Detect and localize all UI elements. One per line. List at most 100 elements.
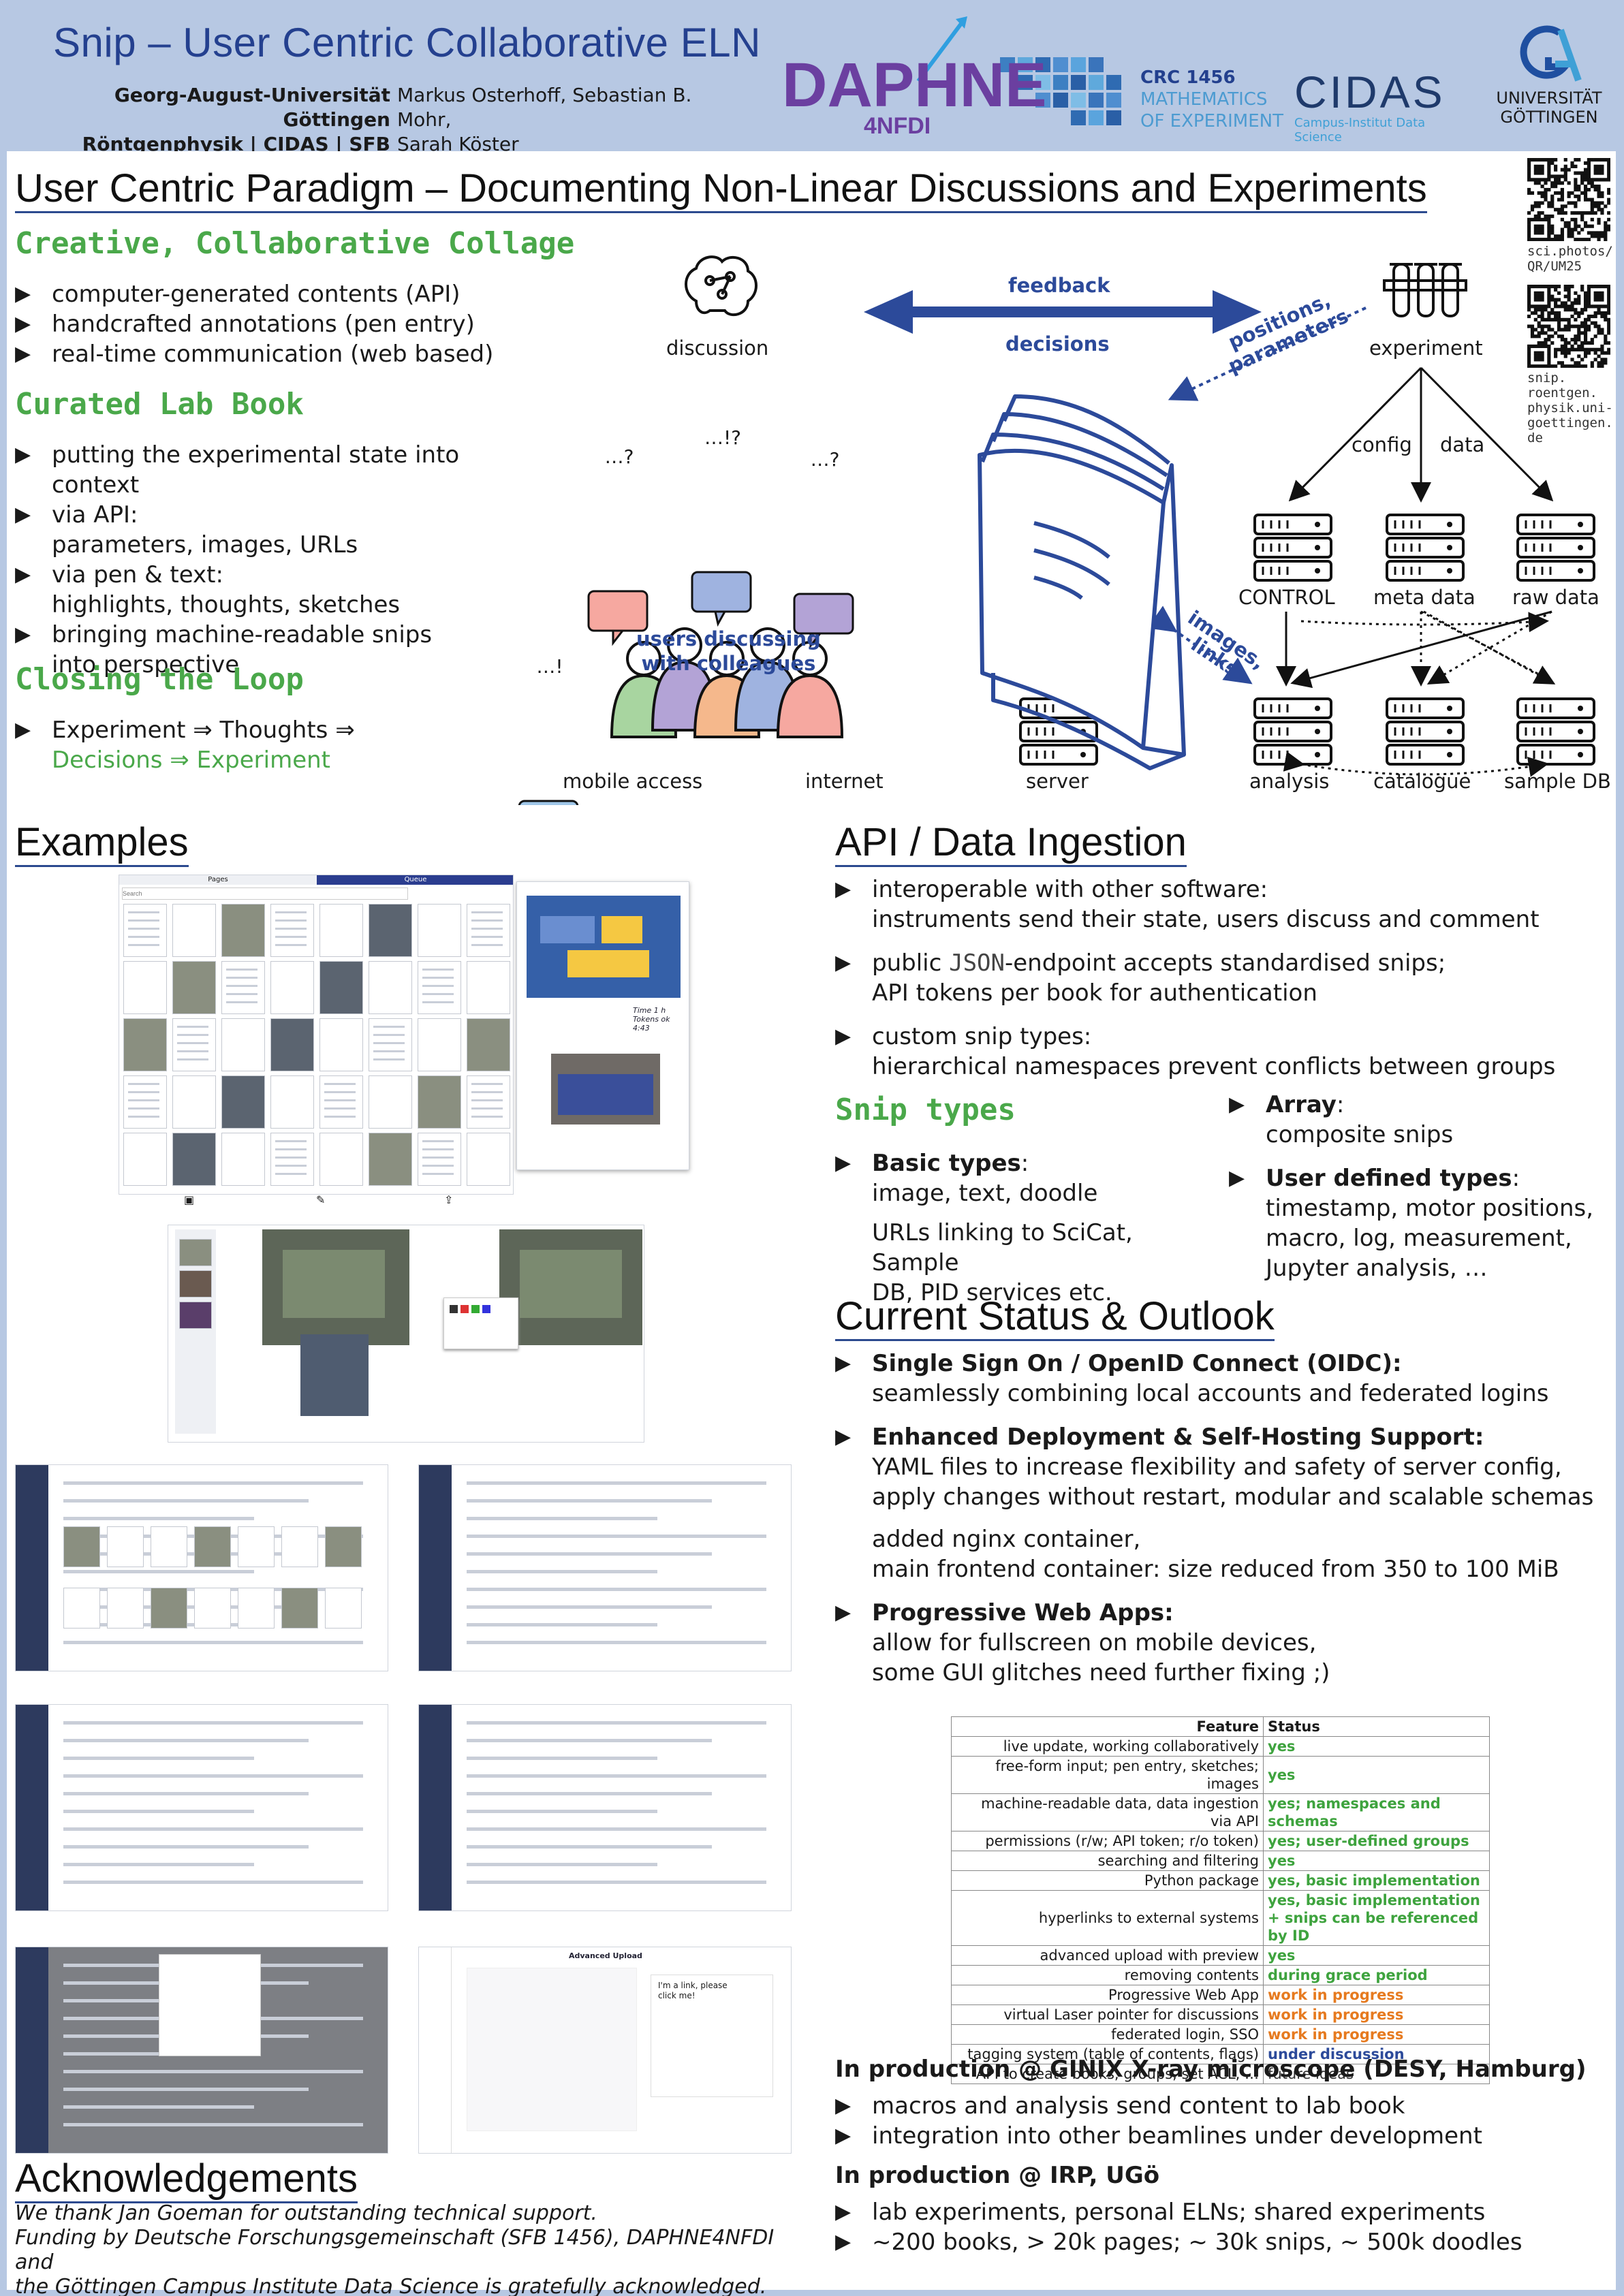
app-screenshot: [418, 1464, 792, 1671]
page-thumbnail[interactable]: [369, 1075, 412, 1129]
label-colleagues-line: with colleagues: [641, 652, 816, 675]
page-thumbnail[interactable]: [123, 1133, 167, 1186]
examples-heading: Examples: [15, 820, 189, 867]
page-thumbnail[interactable]: [270, 1075, 314, 1129]
qr-code-icon: [1527, 158, 1610, 241]
page-thumbnail[interactable]: [123, 1075, 167, 1129]
page-thumbnail[interactable]: [467, 961, 510, 1014]
page-thumbnail[interactable]: [369, 961, 412, 1014]
page-thumbnail[interactable]: [418, 1133, 461, 1186]
label-analysis: analysis: [1249, 770, 1330, 793]
label-users: users discussing with colleagues: [636, 627, 821, 676]
page-thumbnail[interactable]: [369, 904, 412, 957]
annotated-photo: [262, 1229, 409, 1345]
page-thumbnail[interactable]: [123, 961, 167, 1014]
page-thumbnail[interactable]: [467, 1075, 510, 1129]
section-title-curated: Curated Lab Book: [15, 387, 304, 422]
tab-queue[interactable]: Queue: [317, 875, 513, 885]
advanced-upload-title: Advanced Upload: [569, 1951, 642, 1960]
basic-label: Basic types: [872, 1150, 1021, 1177]
page-thumbnail[interactable]: [123, 1018, 167, 1071]
label-server: server: [1026, 770, 1089, 793]
page-thumbnail[interactable]: [319, 961, 363, 1014]
production-title: In production @ IRP, UGö: [835, 2162, 1160, 2189]
server-metadata-icon: [1386, 514, 1465, 582]
page-thumbnail[interactable]: [319, 1133, 363, 1186]
other-types: Array: composite snips User defined type…: [1229, 1090, 1610, 1283]
page-thumbnail[interactable]: [123, 904, 167, 957]
workflow-diagram: [518, 255, 1595, 805]
feature-cell: federated login, SSO: [951, 2024, 1264, 2045]
page-thumbnail[interactable]: [319, 904, 363, 957]
list-item: ~200 books, > 20k pages; ~ 30k snips, ~ …: [835, 2227, 1605, 2257]
creative-list: computer-generated contents (API) handcr…: [15, 279, 546, 369]
page-thumbnail[interactable]: [418, 904, 461, 957]
page-thumbnail[interactable]: [221, 1018, 265, 1071]
page-thumbnail[interactable]: [221, 961, 265, 1014]
label-feedback: feedback: [1008, 274, 1110, 297]
ack-line: We thank Jan Goeman for outstanding tech…: [15, 2201, 597, 2225]
text-line: work in progress: [1268, 2007, 1404, 2023]
ugoe-line: UNIVERSITÄT: [1496, 89, 1602, 108]
daphne-sub: 4NFDI: [864, 113, 931, 139]
page-thumbnail[interactable]: [319, 1018, 363, 1071]
affiliation-line: Georg-August-Universität Göttingen: [114, 84, 390, 131]
speech-bubbles: [518, 571, 854, 805]
text-line: I'm a link, please: [658, 1981, 728, 1990]
server-catalogue-icon: [1386, 697, 1465, 766]
image-tool-icon[interactable]: ▣: [184, 1193, 195, 1206]
edit-tool-icon[interactable]: ✎: [316, 1193, 326, 1206]
page-thumbnail[interactable]: [418, 1075, 461, 1129]
text-line: yes; namespaces and schemas: [1268, 1795, 1441, 1829]
page-thumbnail[interactable]: [172, 1133, 216, 1186]
text-line: macro, log, measurement,: [1266, 1225, 1572, 1252]
list-item: handcrafted annotations (pen entry): [15, 309, 546, 339]
page-thumbnail[interactable]: [418, 961, 461, 1014]
table-header: Feature: [951, 1716, 1264, 1737]
page-thumbnail[interactable]: [467, 1018, 510, 1071]
text-line: Time 1 h: [633, 1006, 666, 1015]
server-rawdata-icon: [1516, 514, 1595, 582]
status-item: Progressive Web Apps:allow for fullscree…: [835, 1598, 1605, 1688]
page-thumbnail[interactable]: [221, 1133, 265, 1186]
label-control: CONTROL: [1238, 586, 1335, 609]
status-cell: work in progress: [1263, 2004, 1490, 2025]
status-cell: future ideas: [1263, 2064, 1490, 2084]
page-thumbnail[interactable]: [369, 1018, 412, 1071]
page-thumbnail[interactable]: [221, 1075, 265, 1129]
text-line: click me!: [658, 1991, 696, 2000]
status-cell: yes: [1263, 1851, 1490, 1871]
page-thumbnail[interactable]: [319, 1075, 363, 1129]
crc-logo: CRC 1456 MATHEMATICS OF EXPERIMENT: [1140, 67, 1283, 132]
list-item: computer-generated contents (API): [15, 279, 546, 309]
text-line: public JSON-endpoint accepts standardise…: [872, 949, 1446, 977]
page-thumbnail[interactable]: [369, 1133, 412, 1186]
upload-tool-icon[interactable]: ⇪: [444, 1193, 454, 1206]
status-item: Enhanced Deployment & Self-Hosting Suppo…: [835, 1422, 1605, 1584]
page-thumbnail[interactable]: [221, 904, 265, 957]
color-picker[interactable]: [443, 1298, 518, 1349]
search-input[interactable]: [122, 887, 408, 900]
page-thumbnail[interactable]: [467, 1133, 510, 1186]
page-thumbnail[interactable]: [467, 904, 510, 957]
page-thumbnail[interactable]: [270, 1133, 314, 1186]
page-thumbnail[interactable]: [270, 904, 314, 957]
page-thumbnail[interactable]: [172, 961, 216, 1014]
page-thumbnail[interactable]: [418, 1018, 461, 1071]
page-thumbnail[interactable]: [270, 1018, 314, 1071]
text-line: via API:: [52, 501, 138, 529]
page-thumbnail[interactable]: [172, 1075, 216, 1129]
status-cell: yes; user-defined groups: [1263, 1831, 1490, 1851]
app-screenshot: [15, 1704, 388, 1911]
text-line: bringing machine-readable snips: [52, 621, 433, 648]
text-line: API tokens per book for authentication: [872, 979, 1317, 1007]
basic-value: image, text, doodle: [872, 1180, 1098, 1207]
page-thumbnail[interactable]: [270, 961, 314, 1014]
tab-pages[interactable]: Pages: [119, 875, 317, 885]
page-thumbnail[interactable]: [172, 904, 216, 957]
page-thumbnail[interactable]: [172, 1018, 216, 1071]
text-line: goettingen.: [1527, 415, 1613, 430]
daphne-wordmark: DAPHNE: [782, 50, 1046, 120]
